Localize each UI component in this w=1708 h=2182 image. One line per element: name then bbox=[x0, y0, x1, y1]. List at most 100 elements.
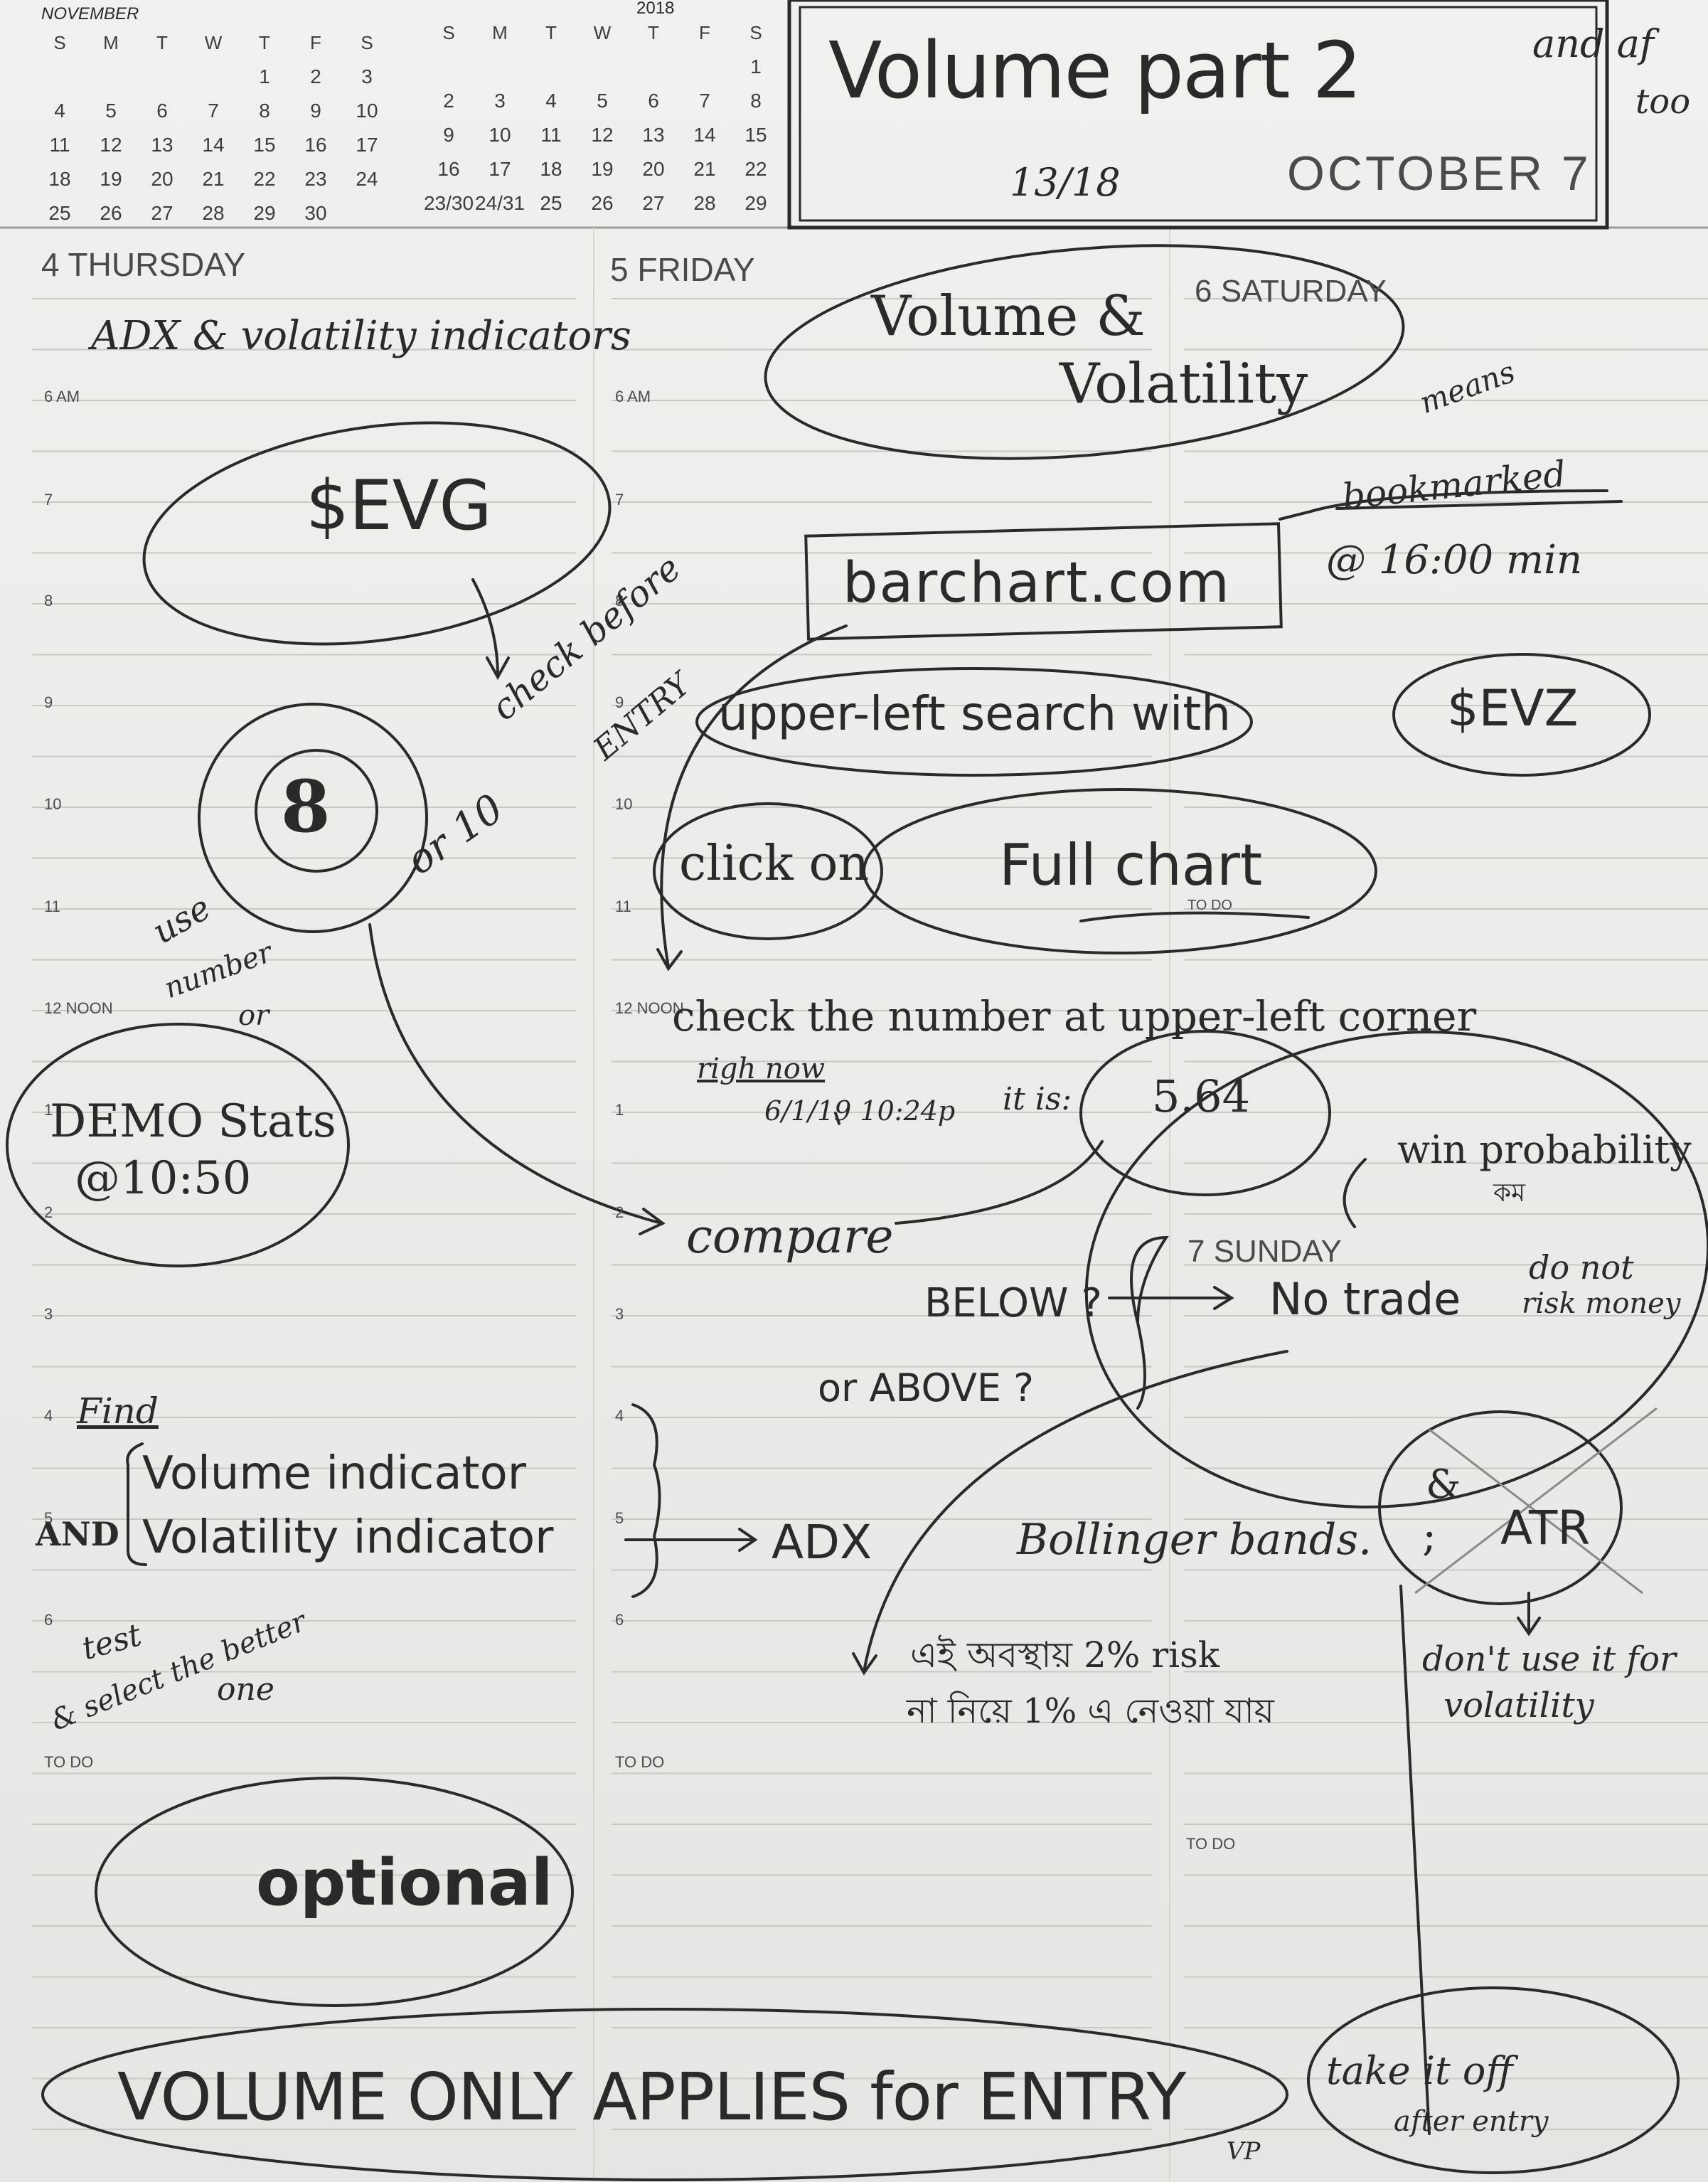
calendar-weekday: S bbox=[442, 21, 455, 43]
hour-label: 2 bbox=[615, 1203, 624, 1221]
hour-label: 3 bbox=[615, 1305, 624, 1323]
vv-oval bbox=[764, 244, 1405, 460]
calendar-day: 11 bbox=[49, 134, 70, 156]
calendar-day: 27 bbox=[151, 202, 174, 224]
arrow-barchart-to-check bbox=[656, 624, 848, 972]
calendar-day: 24 bbox=[356, 168, 378, 190]
hour-label: 7 bbox=[615, 491, 624, 509]
calendar-day: 18 bbox=[540, 158, 562, 180]
hour-label: 6 AM bbox=[615, 388, 651, 405]
page-count: 13/18 bbox=[1010, 160, 1121, 205]
value-reading: 5.64 bbox=[1152, 1070, 1251, 1122]
semicolon-label: ; bbox=[1422, 1511, 1437, 1561]
hour-label: 9 bbox=[44, 693, 53, 711]
calendar-day: 12 bbox=[100, 134, 122, 156]
arrow-to-adx bbox=[624, 1528, 758, 1552]
calendar-day: 14 bbox=[202, 134, 225, 156]
calendar-day: 5 bbox=[105, 100, 117, 122]
volume-only-oval bbox=[41, 2008, 1288, 2181]
calendar-day: 6 bbox=[648, 90, 659, 112]
calendar-day: 25 bbox=[540, 192, 562, 214]
hour-label: 8 bbox=[615, 592, 624, 610]
calendar-day: 10 bbox=[356, 100, 378, 122]
calendar-weekday: S bbox=[53, 31, 66, 53]
calendar-day: 28 bbox=[202, 202, 225, 224]
day-thursday: 4 THURSDAY bbox=[41, 246, 246, 283]
atr-circle bbox=[1378, 1410, 1623, 1605]
hour-label: 12 NOON bbox=[615, 999, 684, 1017]
atr-label: ATR bbox=[1500, 1501, 1591, 1555]
volume-only-banner: VOLUME ONLY APPLIES for ENTRY bbox=[117, 2059, 1186, 2135]
todo-right: TO DO bbox=[1186, 1835, 1236, 1853]
hour-label: 3 bbox=[44, 1305, 53, 1323]
hour-label: 6 bbox=[44, 1611, 53, 1629]
volatility-label: Volatility bbox=[1060, 352, 1308, 416]
evg-oval bbox=[142, 421, 612, 646]
evg-symbol: $EVG bbox=[306, 466, 492, 546]
check-number-label: check the number at upper-left corner bbox=[672, 992, 1477, 1041]
hour-label: TO DO bbox=[615, 1753, 665, 1771]
calendar-day: 17 bbox=[356, 134, 378, 156]
calendar-day: 9 bbox=[443, 124, 454, 146]
calendar-day: 22 bbox=[744, 158, 767, 180]
calendar-day: 19 bbox=[591, 158, 614, 180]
calendar-day: 21 bbox=[202, 168, 225, 190]
hour-label: 2 bbox=[44, 1203, 53, 1221]
hour-label: 10 bbox=[615, 795, 633, 813]
hour-label: 4 bbox=[615, 1407, 624, 1425]
calendar-day: 15 bbox=[253, 134, 276, 156]
calendar-year-label: 2018 bbox=[636, 0, 675, 18]
vp-label: VP bbox=[1227, 2137, 1261, 2166]
calendar-day: 20 bbox=[151, 168, 174, 190]
date-time-label: 6/1/19 10:24p bbox=[764, 1095, 956, 1127]
atr-cross bbox=[1429, 1428, 1643, 1595]
hour-label: 6 bbox=[615, 1611, 624, 1629]
calendar-day: 23/30 bbox=[423, 192, 474, 214]
value-circle bbox=[1079, 1030, 1331, 1196]
calendar-day: 23 bbox=[304, 168, 327, 190]
calendar-day: 2 bbox=[310, 65, 321, 87]
demo-stats: DEMO Stats bbox=[50, 1095, 336, 1148]
title-box bbox=[787, 0, 1609, 230]
bookmark-time: @ 16:00 min bbox=[1326, 537, 1583, 583]
title-box-inner bbox=[799, 6, 1598, 222]
optional-label: optional bbox=[256, 1846, 553, 1920]
arrow-atr-down bbox=[1517, 1592, 1541, 1636]
it-is-label: it is: bbox=[1003, 1081, 1072, 1117]
calendar-day: 29 bbox=[253, 202, 276, 224]
calendar-weekday: T bbox=[156, 31, 168, 53]
compare-label: compare bbox=[686, 1209, 894, 1264]
right-now-label: righ now bbox=[697, 1053, 826, 1085]
no-trade-label: No trade bbox=[1269, 1273, 1461, 1325]
hour-label: 5 bbox=[615, 1509, 624, 1527]
calendar-weekday: M bbox=[492, 21, 508, 43]
todo-small: TO DO bbox=[1187, 898, 1232, 913]
calendar-day: 12 bbox=[591, 124, 614, 146]
calendar-day: 6 bbox=[156, 100, 168, 122]
find-label: Find bbox=[77, 1390, 159, 1432]
above-label: or ABOVE ? bbox=[818, 1366, 1034, 1410]
page-title: Volume part 2 bbox=[828, 25, 1362, 116]
calendar-weekday: S bbox=[361, 31, 373, 53]
day-sunday: 7 SUNDAY bbox=[1187, 1234, 1342, 1269]
calendar-day: 15 bbox=[744, 124, 767, 146]
calendar-day: 16 bbox=[437, 158, 460, 180]
or-label: or bbox=[238, 999, 269, 1032]
hour-label: 12 NOON bbox=[44, 999, 113, 1017]
calendar-day: 14 bbox=[693, 124, 716, 146]
hour-label: 4 bbox=[44, 1407, 53, 1425]
adx-heading: ADX & volatility indicators bbox=[91, 313, 631, 359]
calendar-day: 30 bbox=[304, 202, 327, 224]
upper-left-search: upper-left search with bbox=[718, 686, 1232, 741]
calendar-day: 4 bbox=[545, 90, 557, 112]
calendar-day: 9 bbox=[310, 100, 321, 122]
barchart-site: barchart.com bbox=[843, 551, 1231, 615]
evz-symbol: $EVZ bbox=[1447, 679, 1579, 738]
full-chart-underline bbox=[1079, 911, 1310, 922]
hour-label: TO DO bbox=[44, 1753, 94, 1771]
win-probability: win probability bbox=[1397, 1127, 1692, 1172]
take-it-off: take it off bbox=[1326, 2048, 1513, 2093]
calendar-day: 24/31 bbox=[474, 192, 525, 214]
adx-label: ADX bbox=[772, 1515, 872, 1570]
